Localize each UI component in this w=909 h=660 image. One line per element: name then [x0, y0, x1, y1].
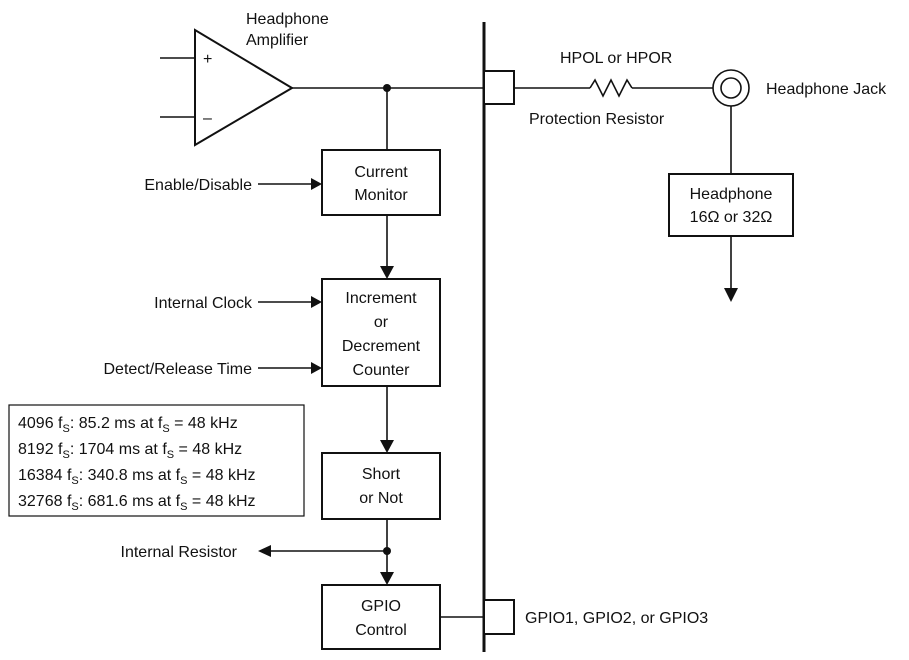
protection-resistor-symbol: [589, 78, 633, 98]
counter-line4: Counter: [353, 362, 411, 379]
current-monitor-line2: Monitor: [354, 187, 408, 204]
monitor-to-counter-arrow: [380, 266, 394, 279]
detect-time-row: 8192 fS: 1704 ms at fS = 48 kHz: [18, 441, 242, 461]
amplifier-label-line2: Amplifier: [246, 32, 309, 49]
counter-to-short-arrow: [380, 440, 394, 453]
detect-time-row: 32768 fS: 681.6 ms at fS = 48 kHz: [18, 493, 256, 513]
internal-clock-arrow: [311, 296, 322, 308]
gpio-pins-label: GPIO1, GPIO2, or GPIO3: [525, 610, 708, 627]
headphone-output-path: HPOL or HPOR Protection Resistor Headpho…: [483, 50, 887, 302]
short-detect-block: Short or Not: [321, 452, 441, 520]
headphone-amplifier: + – Headphone Amplifier: [160, 11, 329, 147]
internal-resistor-arrow: [258, 545, 271, 557]
headphone-jack-inner: [720, 77, 742, 99]
current-monitor-block: Current Monitor: [321, 149, 441, 216]
detect-time-table: 4096 fS: 85.2 ms at fS = 48 kHz 8192 fS: …: [8, 404, 305, 517]
amplifier-plus-sign: +: [203, 51, 212, 68]
headphone-block: [668, 173, 794, 237]
internal-clock-label: Internal Clock: [154, 295, 253, 312]
protection-resistor-label: Protection Resistor: [529, 111, 665, 128]
detect-release-arrow: [311, 362, 322, 374]
current-monitor-box: [321, 149, 441, 216]
short-detect-line1: Short: [362, 466, 401, 483]
enable-disable-label: Enable/Disable: [144, 177, 252, 194]
gpio-control-block: GPIO Control: [321, 584, 441, 650]
counter-line1: Increment: [345, 290, 417, 307]
gpio-pin: [483, 599, 515, 635]
gpio-control-line1: GPIO: [361, 598, 401, 615]
gpio-control-line2: Control: [355, 622, 407, 639]
detect-time-row: 16384 fS: 340.8 ms at fS = 48 kHz: [18, 467, 256, 487]
hpol-hpor-pin: [483, 70, 515, 105]
gpio-control-box: [321, 584, 441, 650]
detect-release-label: Detect/Release Time: [103, 361, 252, 378]
short-detect-line2: or Not: [359, 490, 403, 507]
enable-disable-arrow: [311, 178, 322, 190]
internal-resistor-label: Internal Resistor: [121, 544, 238, 561]
headphone-block-line2: 16Ω or 32Ω: [690, 209, 773, 226]
detect-time-table-border: [8, 404, 305, 517]
amplifier-triangle: [194, 28, 294, 147]
headphone-jack-label: Headphone Jack: [766, 81, 887, 98]
current-monitor-line1: Current: [354, 164, 408, 181]
counter-line3: Decrement: [342, 338, 421, 355]
headphone-ground-arrow: [724, 288, 738, 302]
detect-time-row: 4096 fS: 85.2 ms at fS = 48 kHz: [18, 415, 238, 435]
amplifier-label-line1: Headphone: [246, 11, 329, 28]
counter-box: [321, 278, 441, 387]
detect-time-rows: 4096 fS: 85.2 ms at fS = 48 kHz 8192 fS: …: [18, 415, 256, 513]
amplifier-minus-sign: –: [203, 110, 212, 127]
headphone-block-line1: Headphone: [690, 186, 773, 203]
short-detect-box: [321, 452, 441, 520]
headphone-jack-outer: [712, 69, 750, 107]
hpol-hpor-label: HPOL or HPOR: [560, 50, 672, 67]
counter-block: Increment or Decrement Counter: [321, 278, 441, 387]
counter-line2: or: [374, 314, 389, 331]
short-to-gpio-arrow: [380, 572, 394, 585]
